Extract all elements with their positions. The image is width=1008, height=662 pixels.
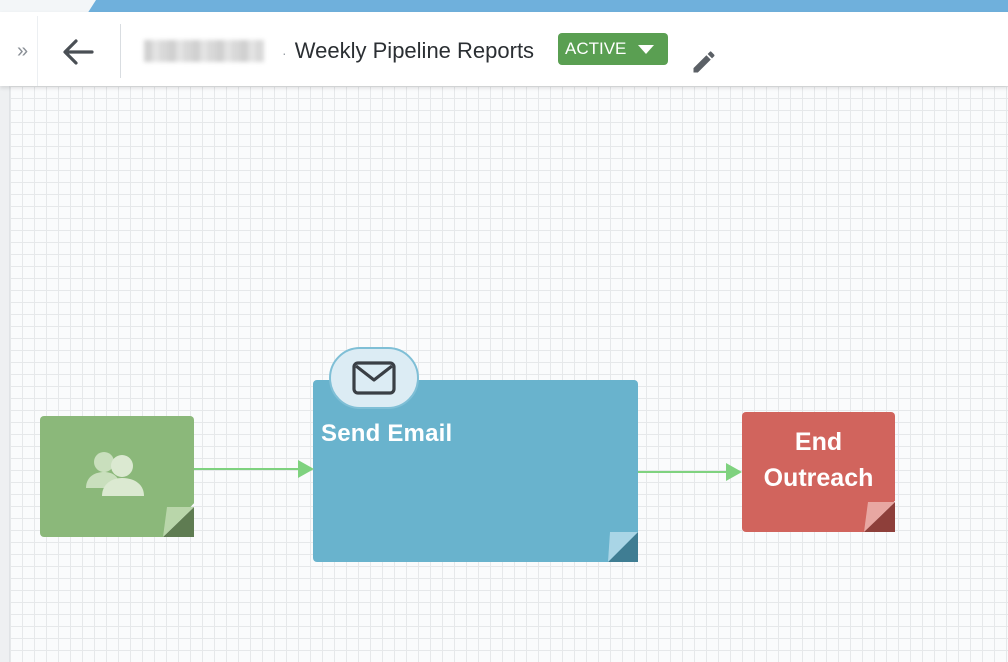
sidebar-expand-button[interactable]: » — [8, 16, 38, 86]
end-node[interactable]: End Outreach — [742, 412, 895, 532]
envelope-icon — [352, 361, 396, 395]
top-accent-bar — [0, 0, 1008, 12]
edit-title-button[interactable] — [688, 46, 720, 78]
browser-tab-edge — [0, 0, 96, 12]
end-node-label-line-2: Outreach — [763, 464, 874, 492]
flow-title: Weekly Pipeline Reports — [294, 38, 535, 63]
end-node-label-line-1: End — [794, 428, 843, 456]
status-label: ACTIVE — [565, 39, 627, 58]
pencil-icon — [693, 51, 715, 73]
double-chevron-right-icon: » — [16, 39, 29, 62]
flow-canvas[interactable] — [10, 86, 1008, 662]
send-email-node[interactable]: Send Email — [313, 380, 638, 562]
audience-node-fold — [163, 507, 194, 537]
caret-down-icon — [638, 44, 655, 54]
header-divider — [120, 24, 121, 78]
people-icon — [86, 452, 144, 496]
end-node-fold — [864, 502, 895, 532]
redacted-account-name — [144, 40, 264, 62]
end-node-label: End Outreach — [742, 424, 895, 496]
send-email-label: Send Email — [321, 420, 453, 447]
arrow-left-icon — [63, 39, 94, 65]
send-email-node-fold — [608, 532, 638, 562]
flow-header: » · Weekly Pipeline Reports ACTIVE — [0, 12, 1008, 86]
page-title: · Weekly Pipeline Reports — [282, 36, 534, 66]
audience-node[interactable] — [40, 416, 194, 537]
status-dropdown[interactable]: ACTIVE — [558, 33, 668, 65]
send-email-type-badge[interactable] — [329, 347, 419, 409]
back-button[interactable] — [58, 32, 98, 72]
title-separator: · — [282, 45, 287, 61]
canvas-left-rail — [0, 86, 10, 662]
